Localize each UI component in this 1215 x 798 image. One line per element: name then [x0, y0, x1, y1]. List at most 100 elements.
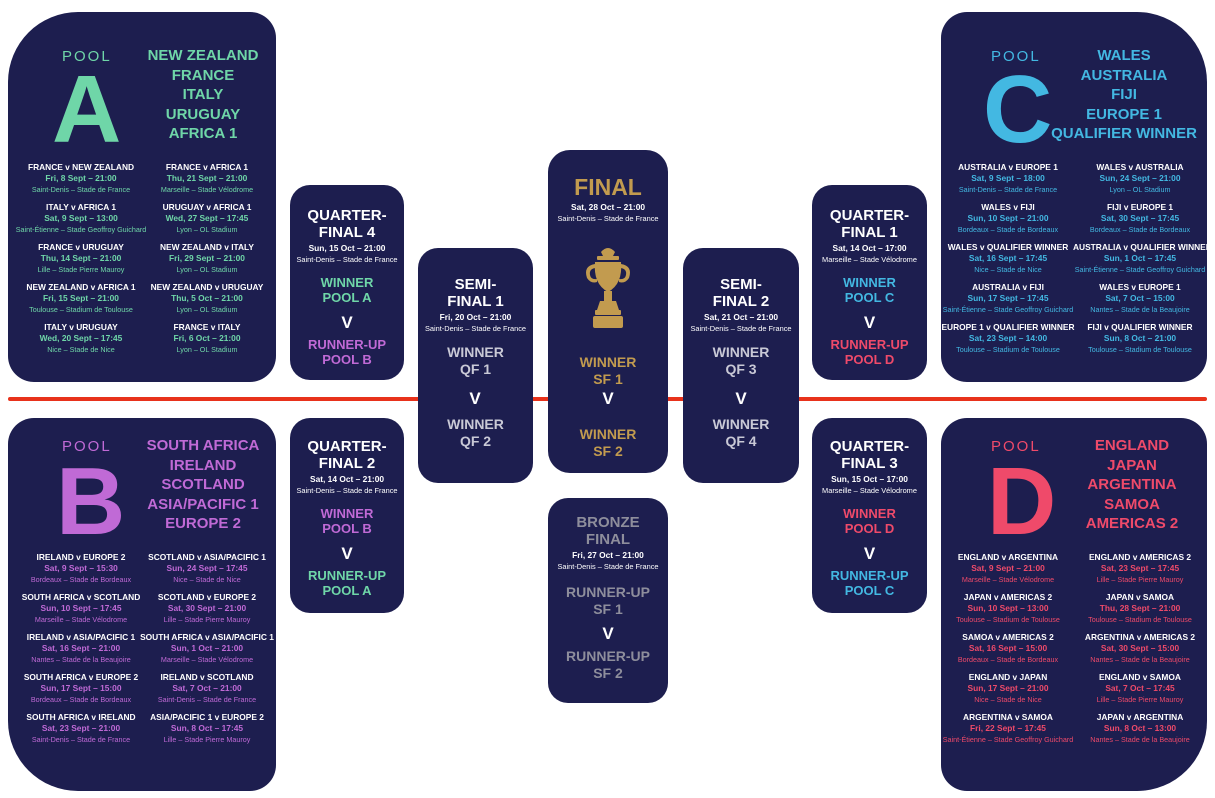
pool-b-teams: SOUTH AFRICA IRELAND SCOTLAND ASIA/PACIF… [136, 436, 270, 534]
bronze-team-bottom-line1: RUNNER-UP [566, 648, 650, 664]
fixture-date: Sat, 23 Sept – 17:45 [1100, 563, 1180, 573]
fixture-date: Thu, 5 Oct – 21:00 [171, 293, 243, 303]
team-name: ITALY [182, 86, 224, 103]
sf1-team-top-line2: QF 1 [459, 361, 492, 377]
fixture-teams: WALES v FIJI [981, 202, 1035, 212]
fixture-venue: Nantes – Stade de la Beaujoire [31, 655, 131, 664]
fixture-date: Sun, 1 Oct – 21:00 [170, 643, 244, 653]
fixture-date: Fri, 15 Sept – 21:00 [43, 293, 119, 303]
fixture-date: Fri, 8 Sept – 21:00 [45, 173, 117, 183]
fixture-date: Sat, 16 Sept – 15:00 [968, 643, 1048, 653]
fixture-date: Sun, 8 Oct – 21:00 [1103, 333, 1177, 343]
fixture-teams: FRANCE v AFRICA 1 [165, 162, 249, 172]
fixture-venue: Lyon – OL Stadium [176, 305, 238, 314]
qf3-title-line2: FINAL 3 [841, 455, 898, 472]
fixture-teams: SCOTLAND v EUROPE 2 [157, 592, 257, 602]
pool-c-teams: WALES AUSTRALIA FIJI EUROPE 1 QUALIFIER … [1045, 46, 1203, 144]
fixture-venue: Saint-Denis – Stade de France [31, 185, 131, 194]
fixture-date: Sat, 30 Sept – 15:00 [1100, 643, 1180, 653]
quarter-final-3-card: QUARTER- FINAL 3 Sun, 15 Oct – 17:00 Mar… [812, 418, 927, 613]
final-date: Sat, 28 Oct – 21:00 [570, 202, 646, 212]
quarter-final-4-card: QUARTER- FINAL 4 Sun, 15 Oct – 21:00 Sai… [290, 185, 404, 380]
fixture-venue: Saint-Denis – Stade de France [157, 695, 257, 704]
fixture-teams: JAPAN v AMERICAS 2 [963, 592, 1053, 602]
fixture-date: Sun, 10 Sept – 13:00 [967, 603, 1049, 613]
fixture-date: Sat, 23 Sept – 14:00 [968, 333, 1048, 343]
final-title: FINAL [574, 174, 642, 200]
sf1-date: Fri, 20 Oct – 21:00 [439, 312, 512, 322]
qf1-title-line1: QUARTER- [829, 207, 910, 224]
fixture-teams: ARGENTINA v AMERICAS 2 [1084, 632, 1196, 642]
qf3-team-bottom-line2: POOL C [844, 583, 895, 598]
final-team-bottom-line1: WINNER [579, 426, 637, 442]
team-name: EUROPE 2 [165, 515, 241, 532]
sf2-team-bottom-line2: QF 4 [725, 433, 757, 449]
bronze-venue: Saint-Denis – Stade de France [557, 562, 659, 571]
fixture-venue: Bordeaux – Stade de Bordeaux [30, 575, 132, 584]
team-name: ENGLAND [1094, 437, 1170, 454]
fixture-date: Wed, 20 Sept – 17:45 [39, 333, 123, 343]
fixture-date: Sun, 8 Oct – 17:45 [170, 723, 244, 733]
fixture-teams: SOUTH AFRICA v EUROPE 2 [23, 672, 139, 682]
bronze-date: Fri, 27 Oct – 21:00 [572, 550, 644, 560]
qf1-title-line2: FINAL 1 [841, 224, 898, 241]
fixture-teams: FIJI v EUROPE 1 [1106, 202, 1174, 212]
fixture-venue: Toulouse – Stadium de Toulouse [29, 305, 133, 314]
fixture-venue: Marseille – Stade Vélodrome [160, 185, 254, 194]
fixture-teams: EUROPE 1 v QUALIFIER WINNER [941, 322, 1075, 332]
team-name: QUALIFIER WINNER [1051, 125, 1197, 142]
team-name: AMERICAS 2 [1085, 515, 1179, 532]
qf4-team-bottom-line1: RUNNER-UP [308, 337, 386, 352]
qf3-team-bottom-line1: RUNNER-UP [830, 568, 909, 583]
sf1-title-line1: SEMI- [454, 276, 497, 293]
fixture-date: Fri, 29 Sept – 21:00 [169, 253, 245, 263]
team-name: FRANCE [171, 66, 235, 84]
qf1-venue: Marseille – Stade Vélodrome [822, 255, 917, 264]
pool-d-panel: POOL D ENGLAND JAPAN ARGENTINA SAMOA AME… [941, 418, 1207, 791]
fixture-date: Sun, 10 Sept – 17:45 [40, 603, 122, 613]
fixture-venue: Lyon – OL Stadium [176, 225, 238, 234]
final-venue: Saint-Denis – Stade de France [557, 214, 659, 223]
team-name: SOUTH AFRICA [146, 437, 260, 454]
fixture-teams: FRANCE v ITALY [173, 322, 241, 332]
fixture-venue: Lille – Stade Pierre Mauroy [163, 615, 251, 624]
final-team-top-line2: SF 1 [593, 371, 623, 387]
fixture-teams: AUSTRALIA v EUROPE 1 [958, 162, 1058, 172]
fixture-teams: IRELAND v SCOTLAND [160, 672, 254, 682]
pool-b-letter: B [56, 448, 126, 555]
fixture-venue: Lyon – OL Stadium [1109, 185, 1171, 194]
pool-d-teams: ENGLAND JAPAN ARGENTINA SAMOA AMERICAS 2 [1065, 436, 1199, 534]
team-name: ARGENTINA [1087, 476, 1177, 493]
qf3-venue: Marseille – Stade Vélodrome [822, 486, 917, 495]
fixture-date: Sun, 24 Sept – 21:00 [1099, 173, 1181, 183]
qf1-date: Sat, 14 Oct – 17:00 [832, 243, 907, 253]
sf2-title-line1: SEMI- [720, 276, 762, 293]
team-name: SCOTLAND [161, 476, 245, 493]
fixture-venue: Bordeaux – Stade de Bordeaux [957, 655, 1059, 664]
final-card: FINAL Sat, 28 Oct – 21:00 Saint-Denis – … [548, 150, 668, 473]
final-team-bottom-line2: SF 2 [593, 443, 623, 459]
fixture-date: Thu, 21 Sept – 21:00 [166, 173, 248, 183]
fixture-venue: Saint-Étienne – Stade Geoffroy Guichard [942, 735, 1074, 744]
fixture-teams: NEW ZEALAND v AFRICA 1 [26, 282, 136, 292]
team-name: NEW ZEALAND [147, 47, 259, 64]
fixture-date: Sat, 16 Sept – 17:45 [968, 253, 1048, 263]
fixture-teams: SCOTLAND v ASIA/PACIFIC 1 [148, 552, 266, 562]
fixture-venue: Bordeaux – Stade de Bordeaux [957, 225, 1059, 234]
qf4-versus: V [341, 313, 353, 332]
qf4-title-line2: FINAL 4 [318, 224, 376, 241]
fixture-teams: ARGENTINA v SAMOA [963, 712, 1053, 722]
fixture-teams: JAPAN v ARGENTINA [1096, 712, 1184, 722]
pool-d-letter: D [987, 448, 1057, 555]
fixture-date: Fri, 6 Oct – 21:00 [173, 333, 241, 343]
pool-a-panel: POOL A NEW ZEALAND FRANCE ITALY URUGUAY … [8, 12, 276, 382]
fixture-venue: Saint-Denis – Stade de France [958, 185, 1058, 194]
